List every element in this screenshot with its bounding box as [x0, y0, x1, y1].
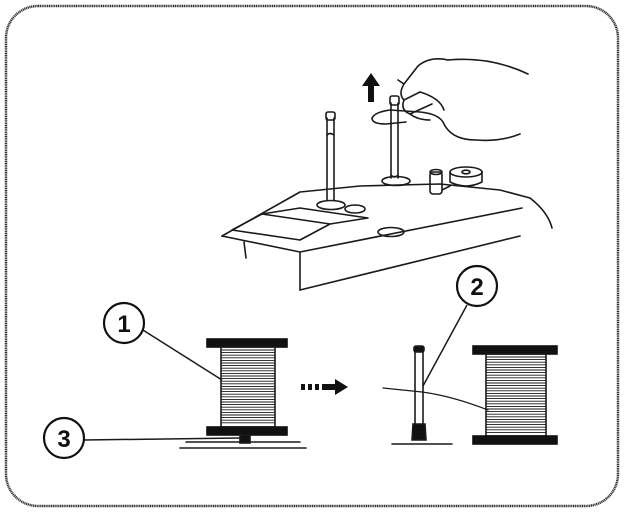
diagram-frame [4, 4, 620, 508]
spool-pin-left [325, 111, 336, 201]
hand-icon [371, 58, 529, 142]
spool-left-illustration [179, 338, 307, 449]
spool-right-illustration [382, 345, 558, 445]
bobbin-winder [429, 168, 451, 195]
spool-pin-right [389, 95, 400, 179]
callout-3: 3 [42, 416, 241, 460]
callout-2: 2 [422, 264, 499, 387]
callout-1-label: 1 [117, 311, 130, 338]
callout-3-label: 3 [57, 426, 70, 453]
small-bobbin [449, 166, 483, 187]
dotted-arrow-icon [301, 379, 348, 395]
callout-1: 1 [102, 301, 223, 381]
callout-2-label: 2 [470, 274, 483, 301]
up-arrow-icon [362, 73, 380, 102]
machine-top-illustration [221, 95, 553, 291]
